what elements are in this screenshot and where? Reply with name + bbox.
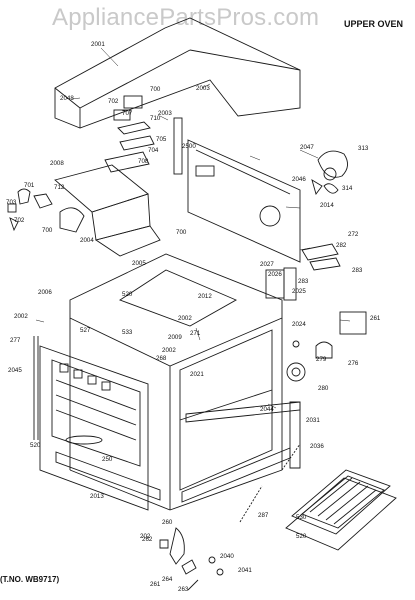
footer-text: (T.NO. WB9717) (0, 575, 60, 584)
part-number-labels: 2001204820037007027077107057047082008712… (6, 41, 381, 593)
part-number-2009-31: 2009 (168, 334, 182, 341)
section-title: UPPER OVEN (344, 19, 404, 29)
part-number-287-58: 287 (258, 512, 269, 519)
broiler-pan (285, 469, 397, 551)
part-number-280-50: 280 (318, 385, 329, 392)
part-number-283-44: 283 (352, 267, 363, 274)
top-shroud-panel (54, 17, 301, 129)
part-number-700-15: 700 (42, 227, 53, 234)
part-number-708-9: 708 (138, 158, 149, 165)
part-number-2004-16: 2004 (80, 237, 94, 244)
part-number-2047-22: 2047 (300, 144, 314, 151)
part-number-314-25: 314 (342, 185, 353, 192)
control-bracket (54, 164, 161, 257)
part-number-520-55: 520 (30, 442, 41, 449)
part-number-276-46: 276 (348, 360, 359, 367)
part-number-700-3: 700 (150, 86, 161, 93)
part-number-268-34: 268 (156, 355, 167, 362)
cooling-fan-assembly (311, 150, 348, 195)
part-number-520-28: 520 (122, 291, 133, 298)
part-number-263-66: 263 (178, 586, 189, 593)
part-number-533-32: 533 (122, 329, 133, 336)
part-number-202-61: 202 (140, 533, 151, 540)
part-number-2012-36: 2012 (198, 293, 212, 300)
part-number-2002-37: 2002 (178, 315, 192, 322)
part-number-2045-48: 2045 (8, 367, 22, 374)
part-number-700-18: 700 (176, 229, 187, 236)
door-gasket-strip (33, 336, 39, 440)
left-small-parts (7, 188, 85, 233)
part-number-702-4: 702 (108, 98, 119, 105)
part-number-2008-10: 2008 (50, 160, 64, 167)
part-number-2500-20: 2500 (182, 143, 196, 150)
part-number-527-30: 527 (80, 327, 91, 334)
part-number-702-14: 702 (14, 217, 25, 224)
part-number-313-23: 313 (358, 145, 369, 152)
part-number-2013-57: 2013 (90, 493, 104, 500)
part-number-703-13: 703 (6, 199, 17, 206)
part-number-710-6: 710 (150, 115, 161, 122)
part-number-704-8: 704 (148, 147, 159, 154)
part-number-2027-40: 2027 (260, 261, 274, 268)
part-number-530-59: 530 (296, 514, 307, 521)
part-number-2041-68: 2041 (238, 567, 252, 574)
part-number-2025-39: 2025 (292, 288, 306, 295)
door-lock-switch-assembly (104, 95, 155, 173)
watermark: AppliancePartsPros.com (52, 4, 320, 31)
part-number-2002-33: 2002 (162, 347, 176, 354)
part-number-282-43: 282 (336, 242, 347, 249)
part-number-2031-53: 2031 (306, 417, 320, 424)
part-number-2003-2: 2003 (196, 85, 210, 92)
part-number-279-49: 279 (316, 356, 327, 363)
part-number-2001-0: 2001 (91, 41, 105, 48)
part-number-2044-52: 2044 (260, 406, 274, 413)
part-number-271-35: 271 (190, 330, 201, 337)
part-number-707-5: 707 (122, 110, 133, 117)
part-number-2021-38: 2021 (190, 371, 204, 378)
part-number-283-51: 283 (298, 278, 309, 285)
part-number-277-47: 277 (10, 337, 21, 344)
part-number-250-56: 250 (102, 456, 113, 463)
right-brackets (265, 243, 341, 301)
part-number-261-64: 261 (150, 581, 161, 588)
part-number-2040-67: 2040 (220, 553, 234, 560)
leader-lines (35, 47, 351, 409)
part-number-2036-54: 2036 (310, 443, 324, 450)
part-number-705-7: 705 (156, 136, 167, 143)
part-number-2048-1: 2048 (60, 95, 74, 102)
part-number-712-11: 712 (54, 184, 65, 191)
part-number-2006-27: 2006 (38, 289, 52, 296)
door-hinge-parts (159, 527, 224, 591)
oven-body-frame (69, 253, 283, 511)
broil-element-spring (239, 443, 301, 523)
rear-vent-panel (173, 117, 301, 263)
part-number-2046-24: 2046 (292, 176, 306, 183)
oven-light-parts (286, 311, 367, 382)
side-trim-strip (185, 401, 301, 469)
part-number-2003-19: 2003 (158, 110, 172, 117)
part-number-260-62: 260 (162, 519, 173, 526)
part-number-2014-26: 2014 (320, 202, 334, 209)
part-number-264-65: 264 (162, 576, 173, 583)
part-number-2024-41: 2024 (292, 321, 306, 328)
part-number-2002-29: 2002 (14, 313, 28, 320)
part-number-272-21: 272 (348, 231, 359, 238)
part-number-2026-42: 2026 (268, 271, 282, 278)
part-number-2005-17: 2005 (132, 260, 146, 267)
part-number-261-45: 261 (370, 315, 381, 322)
oven-door (39, 345, 149, 511)
part-number-520-60: 520 (296, 533, 307, 540)
part-number-262-63: 262 (142, 536, 153, 543)
part-number-701-12: 701 (24, 182, 35, 189)
